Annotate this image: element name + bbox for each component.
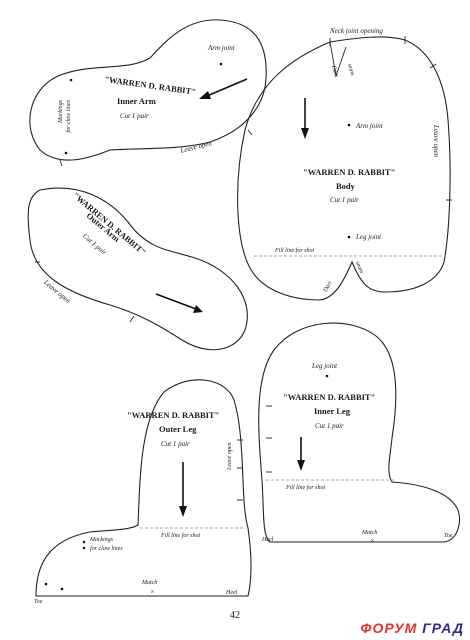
inner-arm-leave-open: Leave open [179,139,214,155]
outer-arm-title: "WARREN D. RABBIT" [71,190,148,257]
inner-leg-outline [258,322,461,543]
outer-leg-markings-2: for claw lines [90,545,123,552]
body-piece: Neck joint opening Dart seam Arm joint "… [237,27,452,301]
outer-leg-outline [35,379,252,597]
body-outline [237,36,451,301]
watermark-part-1: ФОРУМ [360,620,418,636]
inner-leg-title: "WARREN D. RABBIT" [283,392,375,402]
inner-arm-title: "WARREN D. RABBIT" [104,74,197,97]
inner-leg-match: Match [361,530,377,536]
body-arm-joint: Arm joint [355,122,384,130]
inner-arm-joint-label: Arm joint [207,44,236,52]
inner-leg-heel: Heel [261,537,274,543]
body-name: Body [336,181,356,191]
outer-leg-cut: Cut 1 pair [161,440,190,448]
inner-arm-cut: Cut 1 pair [120,112,149,120]
outer-leg-leave-open: Leave open [227,443,233,472]
body-dart-right: seam [346,63,355,77]
outer-leg-piece: "WARREN D. RABBIT" Outer Leg Cut 1 pair … [34,379,252,605]
inner-arm-outline [29,19,267,161]
inner-leg-fill-line: Fill line for shot [285,484,326,491]
body-cut: Cut 1 pair [330,196,359,204]
inner-leg-toe: Toe [444,533,453,539]
body-dart-bottom: Dart [322,280,334,294]
inner-arm-name: Inner Arm [117,96,156,106]
svg-text:×: × [150,588,155,596]
outer-leg-match: Match [141,580,157,586]
body-seam-bottom: seam [354,261,364,275]
outer-arm-piece: "WARREN D. RABBIT" Outer Arm Cut 1 pair … [27,187,248,351]
outer-leg-fill-line: Fill line for shot [160,532,201,539]
outer-leg-toe: Toe [34,599,43,605]
svg-text:×: × [370,537,375,545]
inner-leg-name: Inner Leg [314,406,351,416]
inner-arm-piece: Arm joint "WARREN D. RABBIT" Inner Arm C… [29,19,267,167]
outer-arm-outline [27,187,248,351]
body-dart-left: Dart [330,64,339,78]
inner-leg-piece: Leg joint "WARREN D. RABBIT" Inner Leg C… [258,322,461,545]
watermark-part-2: ГРАД [422,620,464,636]
inner-arm-markings-2: for claw lines [65,99,72,132]
body-fill-line: Fill line for shot [274,247,315,254]
inner-leg-joint: Leg joint [311,362,338,370]
outer-leg-name: Outer Leg [159,424,197,434]
outer-leg-title: "WARREN D. RABBIT" [127,410,219,420]
body-title: "WARREN D. RABBIT" [303,167,395,177]
outer-leg-markings-1: Markings [89,537,114,543]
body-neck-opening: Neck joint opening [329,27,383,35]
body-leg-joint: Leg joint [355,233,382,241]
inner-arm-markings-1: Markings [58,99,64,124]
body-leave-open: Leave open [432,124,440,158]
site-watermark: ФОРУМ ГРАД [361,620,464,636]
page-number: 42 [230,610,240,621]
outer-arm-cut: Cut 1 pair [81,232,108,257]
outer-leg-heel: Heel [225,590,238,596]
inner-leg-cut: Cut 1 pair [315,422,344,430]
